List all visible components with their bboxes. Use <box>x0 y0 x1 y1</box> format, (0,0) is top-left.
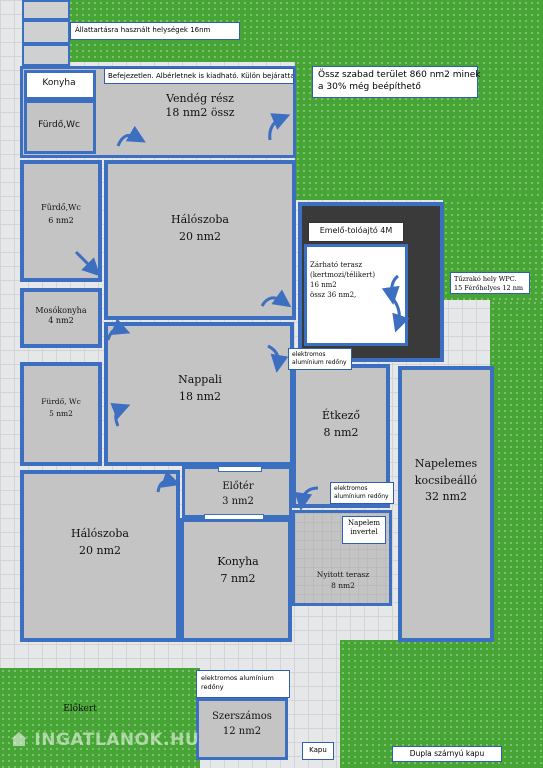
door-arrow <box>381 274 400 305</box>
elevator-label: Emelő-tolóajtó 4M <box>319 226 393 235</box>
pet-rooms-note: Állattartásra használt helységek 16nm <box>70 22 240 40</box>
living-room <box>104 322 294 466</box>
bathroom-top-room <box>24 100 96 154</box>
hallway-door <box>218 466 262 472</box>
carport <box>398 366 494 642</box>
bedroom-2 <box>20 470 180 642</box>
gate-note: Kapu <box>302 742 334 760</box>
bathroom-top-label: Fürdő,Wc <box>38 120 80 130</box>
watermark: INGATLANOK.HU <box>10 730 199 750</box>
elevator-label-box <box>308 222 404 242</box>
blinds-note-3: elektromos alumínium redőny <box>196 670 290 698</box>
front-garden <box>0 668 200 768</box>
unfinished-note: Befejezetlen. Albérletnek is kiadható. K… <box>104 68 294 84</box>
bedroom-1 <box>104 160 296 320</box>
hallway <box>182 466 292 518</box>
fireplace-note: Tűzrakó hely WPC.15 Férőhelyes 12 nm <box>450 272 530 294</box>
door-arrow <box>116 125 146 147</box>
pet-room-3 <box>22 44 70 66</box>
laundry <box>20 288 102 348</box>
double-gate-note: Dupla szárnyú kapu <box>392 746 502 762</box>
door-arrow <box>156 470 181 493</box>
door-arrow <box>392 299 410 333</box>
door-arrow <box>267 344 289 373</box>
house-icon <box>10 731 28 747</box>
pet-room-1 <box>22 0 70 20</box>
kitchen-door <box>204 514 264 520</box>
door-arrow <box>110 402 131 427</box>
door-arrow <box>106 318 131 341</box>
garden-top-right <box>295 0 543 200</box>
pet-room-2 <box>22 20 70 44</box>
tool-room <box>196 698 288 760</box>
bathroom-2 <box>20 362 102 466</box>
kitchen-top-label: Konyha <box>42 78 76 88</box>
door-arrow <box>268 113 291 141</box>
front-garden-label: Előkert <box>63 704 97 714</box>
kitchen-top-room <box>24 70 96 100</box>
door-arrow <box>74 250 101 277</box>
blinds-note-1: elektromos alumínium redőny <box>288 348 352 370</box>
kitchen <box>180 518 292 642</box>
blinds-note-2: elektromos alumínium redőny <box>330 482 394 504</box>
door-arrow <box>294 486 319 511</box>
door-arrow <box>260 289 292 308</box>
